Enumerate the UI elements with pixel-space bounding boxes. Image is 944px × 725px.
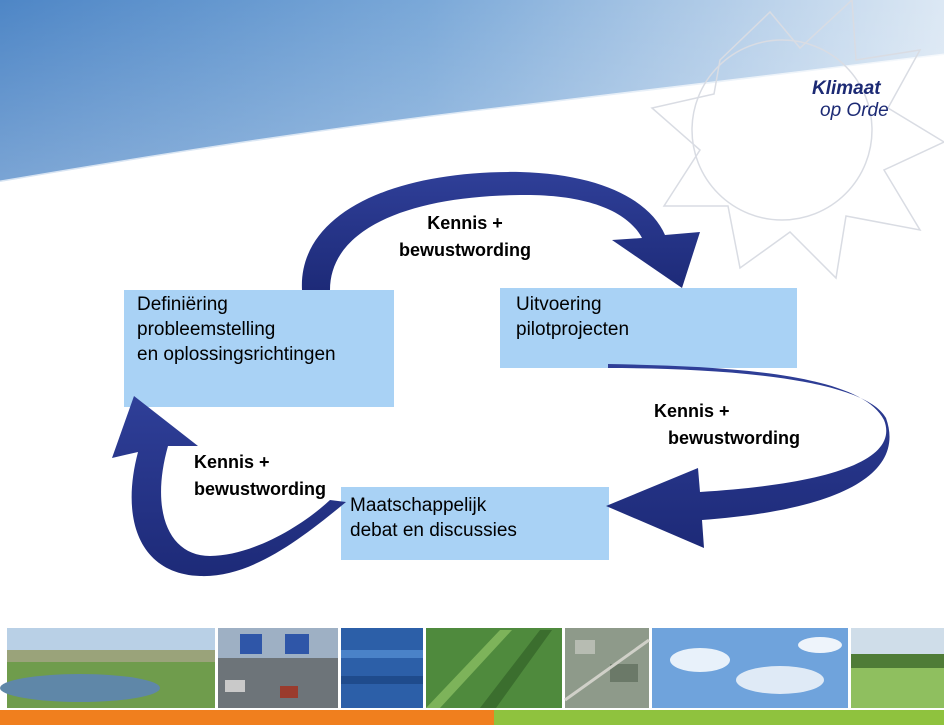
- flow-label-left: Kennis + bewustwording: [194, 449, 326, 503]
- debate-line2: debat en discussies: [350, 520, 517, 541]
- field-trees-photo: [851, 628, 944, 708]
- flow-label-right-line2: bewustwording: [668, 428, 800, 448]
- flow-label-top: Kennis + bewustwording: [399, 210, 531, 264]
- footer-green-bar: [494, 710, 944, 725]
- aerial-city-photo: [564, 628, 650, 708]
- definition-line2: probleemstelling: [137, 319, 276, 340]
- footer-orange-bar: [0, 710, 494, 725]
- highway-traffic-photo: [218, 628, 338, 708]
- pilot-box: Uitvoering pilotprojecten: [500, 288, 797, 368]
- logo-line1: Klimaat: [812, 78, 881, 99]
- flow-label-top-line2: bewustwording: [399, 240, 531, 260]
- arrow-left-icon: [112, 396, 346, 577]
- cloudy-sky-photo: [652, 628, 848, 708]
- photo-strip: [0, 624, 944, 710]
- flow-label-left-line1: Kennis +: [194, 452, 270, 472]
- arrow-top-icon: [301, 171, 700, 290]
- debate-box: Maatschappelijk debat en discussies: [341, 487, 609, 560]
- flow-label-left-line2: bewustwording: [194, 479, 326, 499]
- river-landscape-photo: [0, 628, 215, 708]
- definition-box: Definiëring probleemstelling en oplossin…: [124, 290, 394, 407]
- flow-label-right-line1: Kennis +: [654, 401, 730, 421]
- flow-label-right: Kennis + bewustwording: [654, 398, 800, 452]
- sea-water-photo: [341, 628, 423, 708]
- definition-line3: en oplossingsrichtingen: [137, 344, 336, 365]
- definition-line1: Definiëring: [137, 294, 228, 315]
- sun-watermark-icon: [650, 0, 944, 280]
- flow-label-top-line1: Kennis +: [427, 213, 503, 233]
- pilot-line2: pilotprojecten: [516, 319, 630, 340]
- logo-line2: op Orde: [820, 100, 889, 121]
- klimaat-op-orde-logo: Klimaat op Orde: [812, 78, 889, 122]
- pilot-line1: Uitvoering: [516, 294, 602, 315]
- green-polder-photo: [426, 628, 562, 708]
- debate-line1: Maatschappelijk: [350, 495, 487, 516]
- arrow-right-icon: [606, 364, 890, 548]
